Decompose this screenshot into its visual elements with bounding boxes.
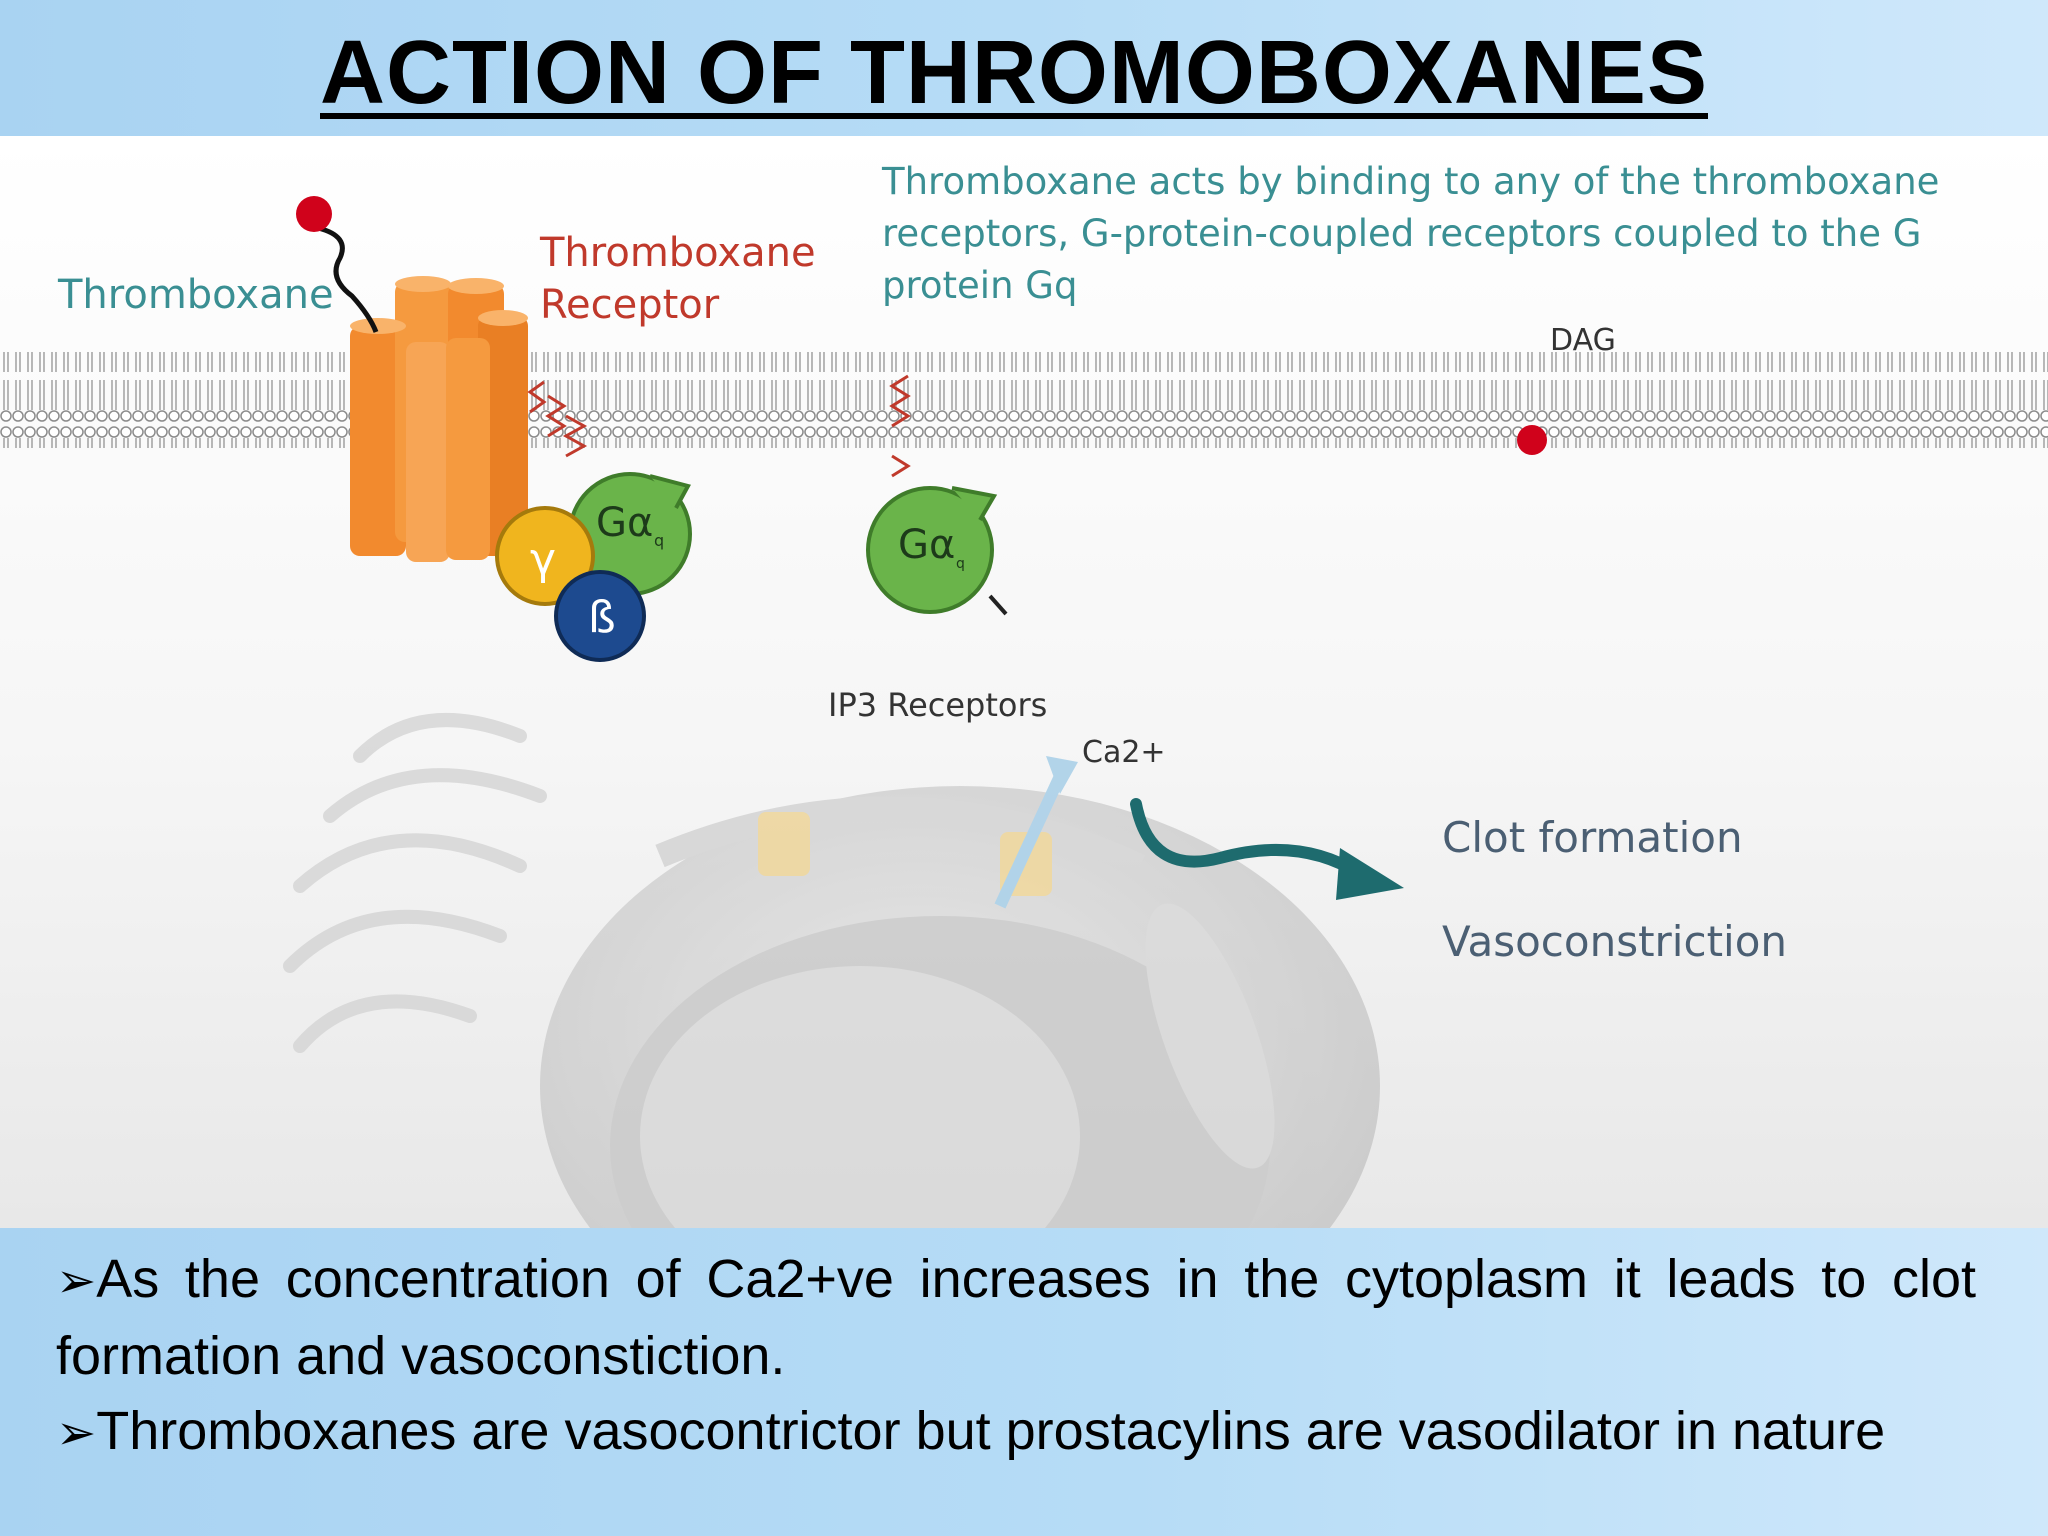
caption-line-1: Thromboxane acts by binding to any of th…: [881, 160, 1939, 203]
beta-subunit: [554, 570, 646, 662]
effect-arrow: [1130, 798, 1366, 880]
diagram-canvas: Gα q γ ß Gα q DAG Thromboxane Thromboxan…: [0, 136, 2048, 1228]
er-membrane: [655, 796, 1145, 877]
caption-line-2: receptors, G-protein-coupled receptors c…: [882, 212, 1921, 255]
vasoconstriction-label: Vasoconstriction: [1442, 917, 1787, 966]
mitochondrion: [1145, 903, 1275, 1169]
thromboxane-label: Thromboxane: [57, 272, 334, 318]
beta-label: ß: [588, 592, 616, 643]
thromboxane-receptor-illustration: [350, 276, 528, 562]
ip3-receptor-channel-left: [758, 812, 810, 876]
cell-membrane: [0, 352, 2048, 448]
clot-formation-label: Clot formation: [1442, 813, 1743, 862]
g-alpha-q-label: Gα: [596, 500, 653, 546]
ip3-receptors-label: IP3 Receptors: [828, 686, 1047, 724]
free-g-alpha-label: Gα: [898, 522, 955, 568]
dag-label: DAG: [1550, 323, 1616, 358]
gamma-label: γ: [530, 534, 556, 585]
cell-organelles-illustration: [283, 713, 1380, 1228]
golgi-apparatus: [283, 713, 547, 1053]
bullet-text: As the concentration of Ca2+ve increases…: [56, 1249, 1976, 1386]
calcium-label: Ca2+: [1082, 735, 1166, 770]
title-band: ACTION OF THROMOBOXANES: [0, 0, 2048, 136]
bottom-band: [0, 1228, 2048, 1536]
caption-line-3: protein Gq: [882, 264, 1077, 307]
free-g-alpha-subscript: q: [956, 556, 965, 572]
gamma-subunit: [495, 506, 595, 606]
nucleolus: [640, 966, 1080, 1228]
bullet-item: ➢Thromboxanes are vasocontrictor but pro…: [56, 1394, 1976, 1471]
g-protein-heterotrimer: [495, 472, 692, 662]
bullet-list: ➢As the concentration of Ca2+ve increase…: [56, 1242, 1976, 1471]
receptor-label-line1: Thromboxane: [539, 230, 816, 276]
free-g-alpha-subunit: [866, 486, 1008, 616]
bullet-arrow-icon: ➢: [56, 1253, 97, 1309]
signaling-diagram: Gα q γ ß Gα q DAG Thromboxane Thromboxan…: [0, 136, 2048, 1228]
dag-molecule: [1517, 425, 1547, 455]
bullet-item: ➢As the concentration of Ca2+ve increase…: [56, 1242, 1976, 1394]
g-alpha-q-subscript: q: [654, 531, 664, 550]
receptor-label-line2: Receptor: [540, 282, 720, 328]
slide-title: ACTION OF THROMOBOXANES: [320, 23, 1708, 123]
thromboxane-ligand: [296, 196, 379, 333]
bullet-arrow-icon: ➢: [56, 1405, 97, 1461]
receptor-lipid-anchor: [527, 380, 588, 458]
g-protein-lipid-anchor: [889, 374, 911, 478]
calcium-release-arrowhead: [1046, 756, 1078, 794]
calcium-release-arrow: [994, 773, 1066, 909]
bullet-text: Thromboxanes are vasocontrictor but pros…: [96, 1401, 1886, 1461]
effect-arrowhead: [1336, 848, 1404, 900]
